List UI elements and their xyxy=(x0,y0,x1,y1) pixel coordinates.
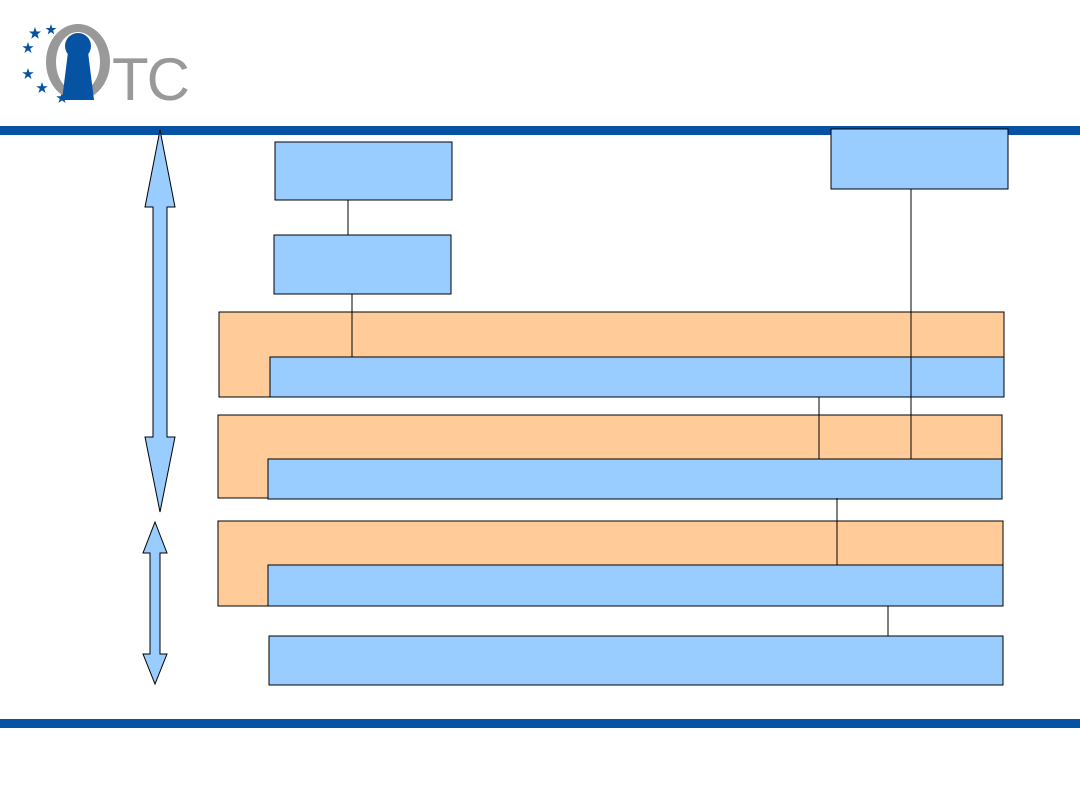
top-box-1 xyxy=(274,141,453,201)
connector-lines xyxy=(347,189,912,636)
double-arrow-icon xyxy=(144,129,176,513)
logo-text: TC xyxy=(112,46,190,113)
logo-graphic xyxy=(22,24,110,103)
top-box-2 xyxy=(273,234,452,295)
layer-2-bar xyxy=(267,458,1003,500)
bottom-bar xyxy=(268,635,1004,686)
double-arrow-icon xyxy=(142,520,168,686)
star-icon xyxy=(22,24,68,103)
keyhole-icon xyxy=(46,24,110,100)
header-rule xyxy=(0,126,1080,135)
top-box-right xyxy=(830,128,1009,190)
footer-rule xyxy=(0,719,1080,728)
logo: TC xyxy=(18,22,198,112)
layer-1-bar xyxy=(269,356,1005,398)
layer-3-bar xyxy=(267,564,1004,607)
